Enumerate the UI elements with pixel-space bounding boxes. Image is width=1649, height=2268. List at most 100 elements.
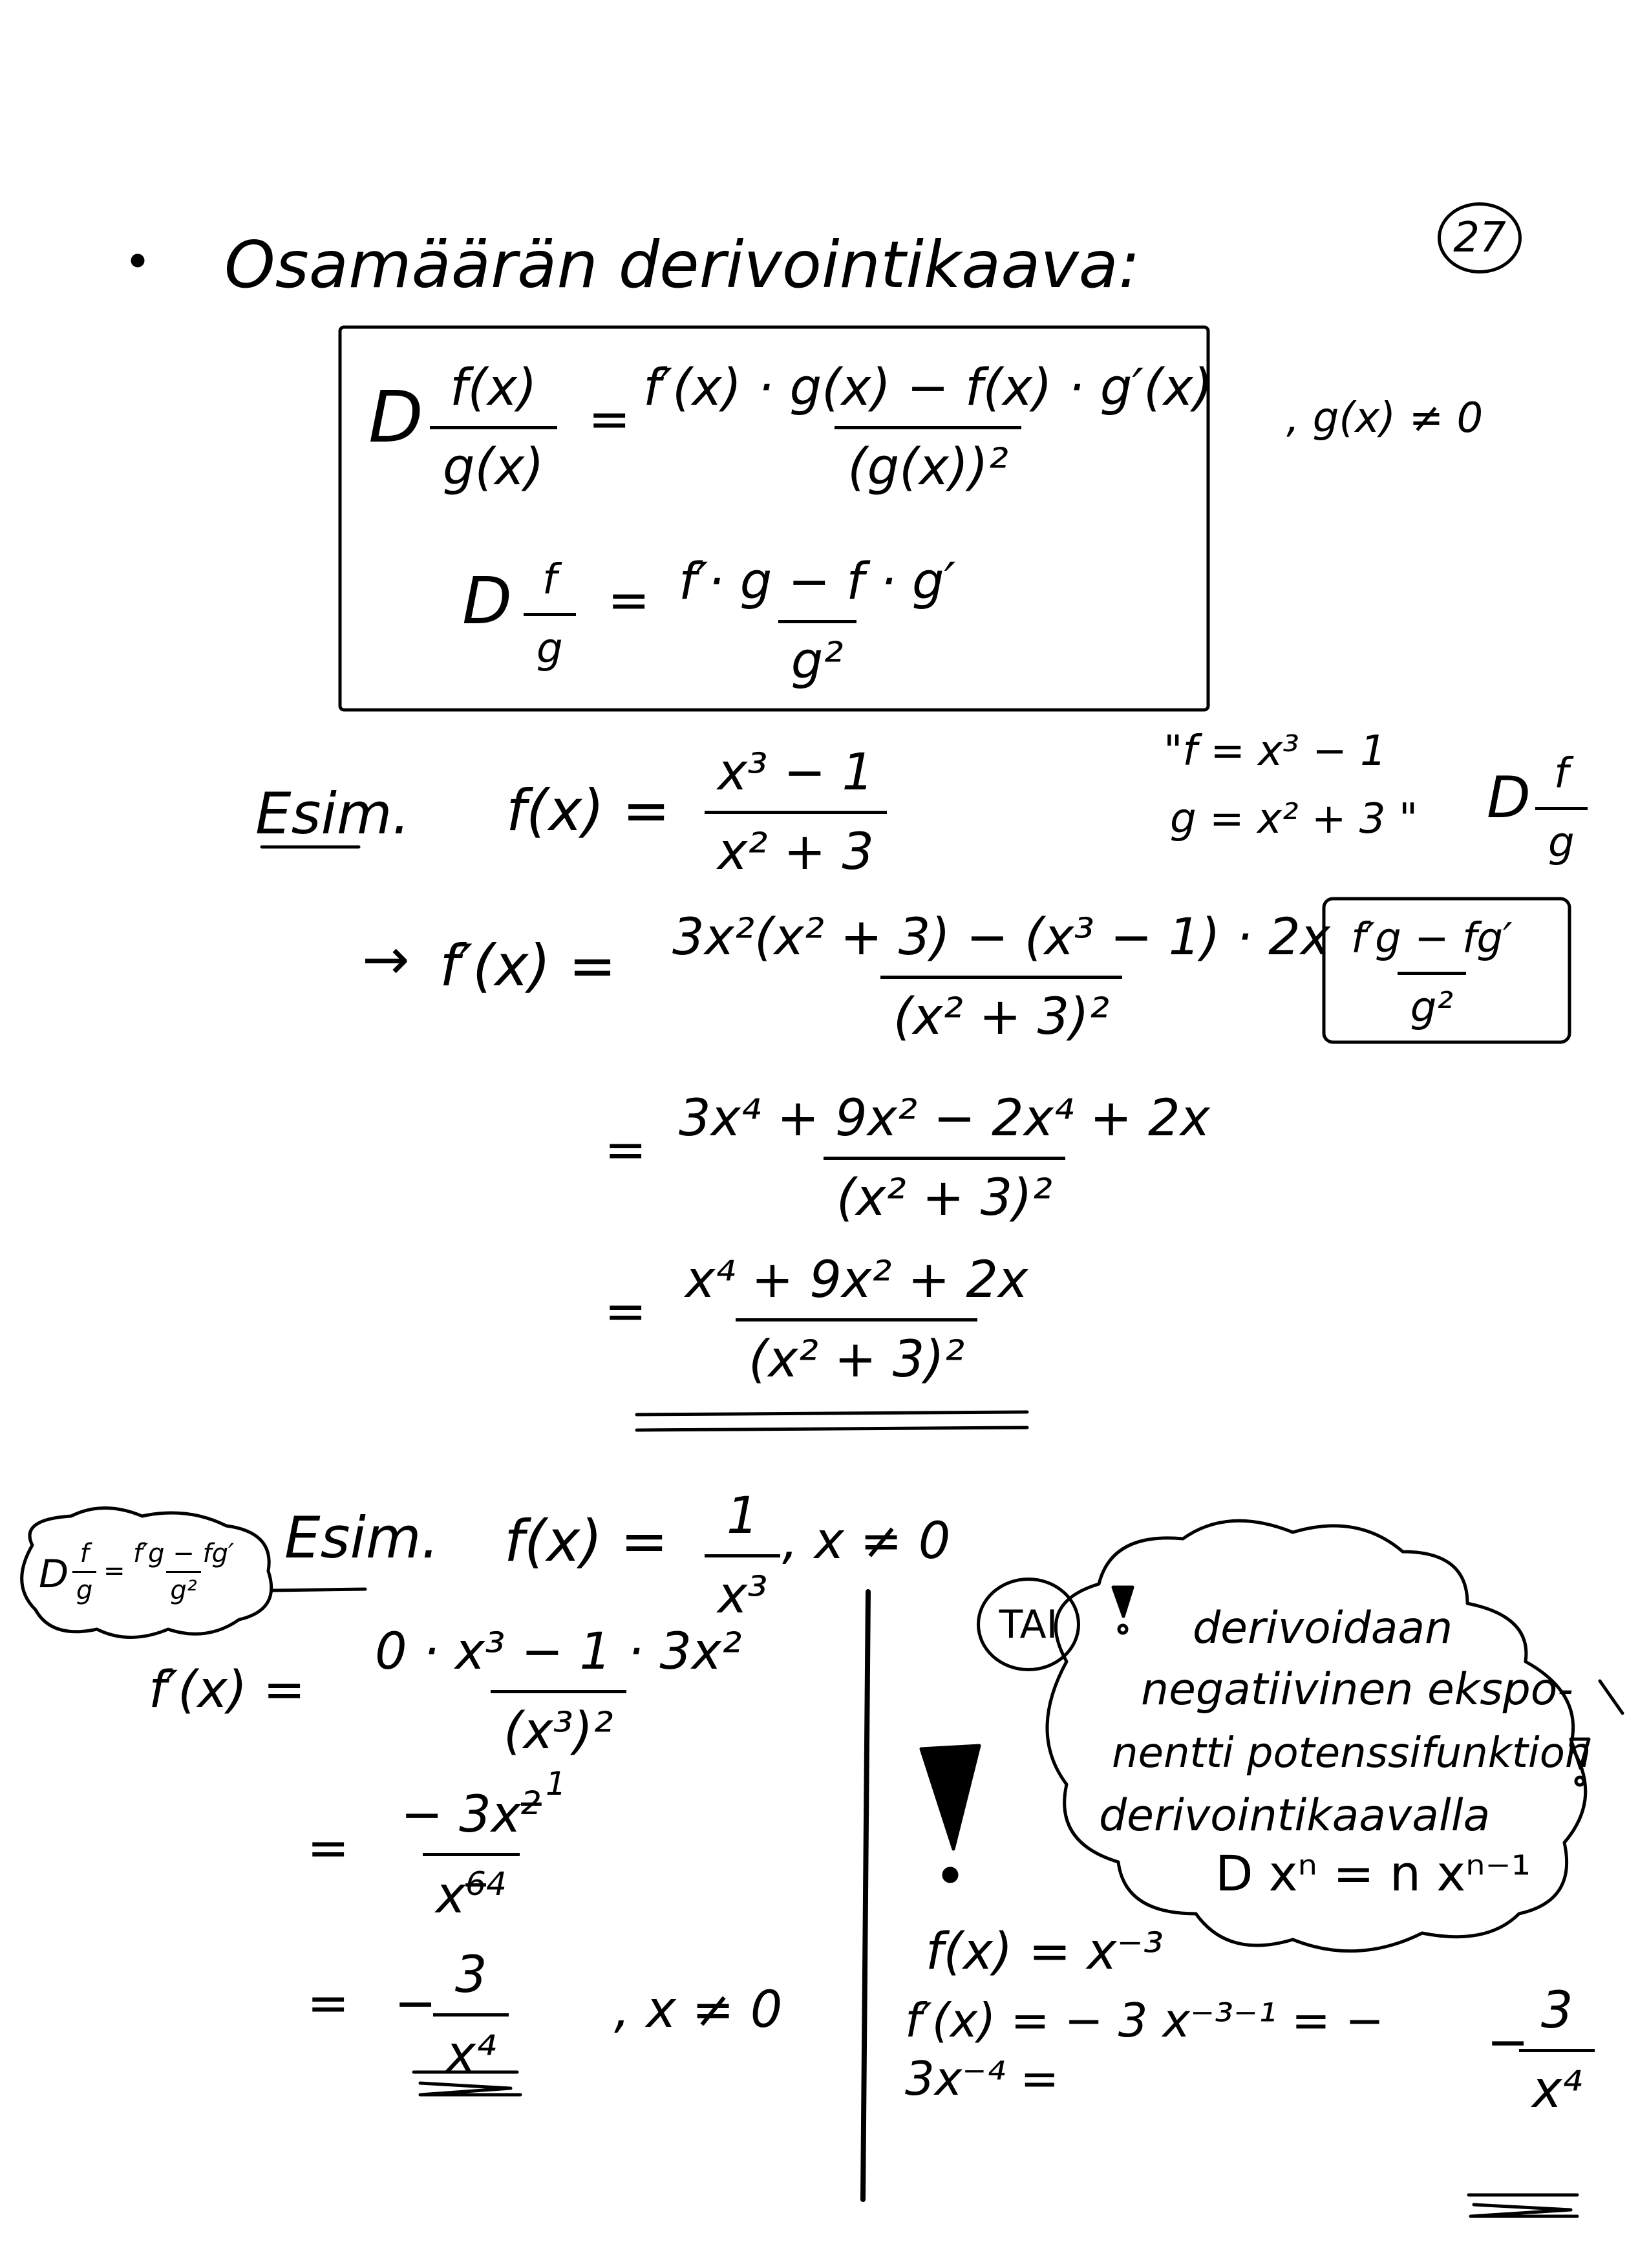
example2-definition-fraction: 1 x³ [705,1487,781,1625]
alternative-result-fraction: 3 x⁴ [1519,1982,1595,2119]
example1-step3-fraction: x⁴ + 9x² + 2x (x² + 3)² [672,1251,1041,1389]
crossed-exponent: 6 [465,1865,486,1903]
example1-step1-lhs: f′(x) = [440,932,617,999]
exclamation-icon-bubble [1569,1737,1591,1770]
example1-note-f: "f = x³ − 1 [1164,727,1387,775]
numerator: f′g − fg′ [1351,915,1513,963]
denominator: g(x) [430,426,557,497]
example2-label: Esim. [284,1504,440,1571]
rule-box-frame [338,325,1210,712]
page-title: Osamäärän derivointikaava: [224,227,1140,303]
numerator: f(x) [450,359,537,417]
reminder-fraction: f′g − fg′ g² [1338,915,1526,1032]
rule2-rhs-fraction: f′· g − f · g′g² [666,553,968,690]
example2-step3-sign: − [394,1974,437,2033]
exclamation-icon-small [1111,1585,1134,1618]
numerator: f [80,1539,89,1568]
example1-definition-fraction: x³ − 1 x² + 3 [705,744,887,881]
corrected-exponent: 1 [545,1765,566,1803]
tai-badge: TAI [977,1578,1080,1671]
numerator: 0 · x³ − 1 · 3x² [375,1623,742,1681]
denominator: x³ [705,1554,781,1625]
example1-definition-lhs: f(x) = [506,777,670,844]
denominator: (x² + 3)² [736,1318,978,1389]
original-exponent: 2 [520,1784,542,1822]
denominator: g [72,1571,97,1605]
esim-underline-2 [270,1587,367,1592]
thought-bubble [1045,1519,1588,1953]
numerator: f [1554,750,1569,798]
numerator-base: − 3x [401,1786,521,1844]
denominator: x⁴ [1519,2049,1595,2119]
cloud-rhs-fraction: f′g − fg′g² [129,1539,238,1605]
bubble-line-3: nentti potenssifunktion [1112,1729,1591,1777]
rule2-d-operator: D [462,563,513,639]
rule1-equals: = [588,390,631,449]
example1-note-d: D [1487,764,1531,831]
example1-step2-equals: = [604,1121,647,1179]
denominator: x² + 3 [705,811,887,881]
numerator: 3x²(x² + 3) − (x³ − 1) · 2x [672,908,1330,967]
rule-condition: , g(x) ≠ 0 [1286,394,1484,442]
rule1-d-operator: D [368,376,423,458]
bubble-line-4: derivointikaavalla [1099,1790,1491,1841]
denominator: (x³)² [490,1690,626,1760]
example2-step2-equals: = [307,1819,350,1878]
bubble-line-2: negatiivinen ekspo- [1141,1664,1573,1715]
arrow: → [362,926,410,992]
numerator: x⁴ + 9x² + 2x [685,1251,1028,1309]
example2-step3-equals: = [307,1974,350,2033]
numerator: 1 [726,1487,759,1545]
warning-exclamation-icon [919,1744,981,1851]
alternative-result-sign: − [1487,2013,1529,2071]
example2-definition-lhs: f(x) = [504,1508,668,1574]
example1-label: Esim. [255,780,410,847]
example1-step2-fraction: 3x⁴ + 9x² − 2x⁴ + 2x(x² + 3)² [666,1089,1223,1227]
result-double-underline-b [635,1426,1029,1432]
example2-step1-lhs: f′(x) = [149,1661,306,1719]
numerator: f [542,556,557,604]
denominator: (g(x))² [835,426,1021,497]
rule2-equals: = [608,572,650,630]
denominator: x64 [422,1853,520,1925]
original-exponent: 6 [465,1865,486,1903]
exclamation-dot-small [1117,1623,1129,1635]
denominator: x⁴ [433,2013,509,2084]
denominator: g² [1397,972,1466,1032]
reminder-box-frame [1322,897,1571,1044]
numerator: f′g − fg′ [133,1539,235,1568]
rule1-rhs-fraction: f′(x) · g(x) − f(x) · g′(x) (g(x))² [630,359,1226,497]
numerator: 3x⁴ + 9x² − 2x⁴ + 2x [679,1089,1210,1148]
example2-step1-fraction: 0 · x³ − 1 · 3x² (x³)² [362,1623,754,1760]
numerator: x³ − 1 [718,744,874,802]
example1-step1-fraction: 3x²(x² + 3) − (x³ − 1) · 2x (x² + 3)² [659,908,1343,1046]
bullet-point [131,253,145,268]
alternative-line-1: f(x) = x⁻³ [926,1923,1164,1981]
corrected-exponent: 4 [485,1865,507,1903]
example2-condition: , x ≠ 0 [782,1512,951,1570]
power-rule-formula: D xⁿ = n xⁿ⁻¹ [1215,1845,1531,1902]
exclamation-dot-bubble [1574,1775,1586,1787]
numerator: 3 [1540,1982,1573,2040]
denominator: g [524,613,576,673]
alternative-line-2: f′(x) = − 3 x⁻³⁻¹ = − 3x⁻⁴ = [905,1993,1385,2106]
page-number: 27 [1453,214,1506,262]
numerator: f′· g − f · g′ [679,553,956,611]
rule1-lhs-fraction: f(x) g(x) [430,359,557,497]
example1-step3-equals: = [604,1283,647,1341]
numerator: f′(x) · g(x) − f(x) · g′(x) [643,359,1213,417]
formula-cloud-left [20,1506,273,1639]
tai-label: TAI [999,1601,1058,1647]
denominator: g [1535,807,1588,867]
warning-exclamation-dot [942,1867,959,1883]
denominator-base: x [435,1867,466,1925]
cloud-equals: = [103,1556,125,1586]
denominator: (x² + 3)² [880,976,1123,1046]
